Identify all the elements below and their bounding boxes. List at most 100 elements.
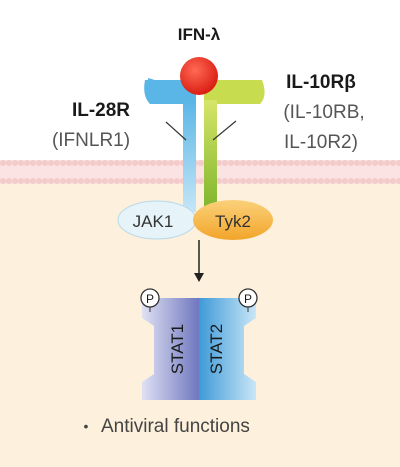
lipid-head <box>348 160 354 166</box>
lipid-head <box>12 178 18 184</box>
lipid-head <box>264 178 270 184</box>
lipid-head <box>390 160 396 166</box>
lipid-head <box>228 178 234 184</box>
lipid-head <box>306 160 312 166</box>
lipid-head <box>396 178 400 184</box>
lipid-head <box>276 160 282 166</box>
il10rb-label: IL-10Rβ <box>286 72 356 93</box>
lipid-head <box>18 160 24 166</box>
lipid-head <box>78 160 84 166</box>
lipid-head <box>354 178 360 184</box>
lipid-head <box>342 160 348 166</box>
lipid-head <box>354 160 360 166</box>
il10rb-pointer <box>212 120 237 141</box>
lipid-head <box>216 160 222 166</box>
lipid-head <box>378 178 384 184</box>
outcome-bullet: • <box>84 418 89 434</box>
lipid-head <box>54 160 60 166</box>
lipid-head <box>138 178 144 184</box>
lipid-head <box>366 178 372 184</box>
lipid-head <box>300 178 306 184</box>
ifn-lambda-ligand <box>180 57 218 95</box>
phospho-left-label: P <box>146 292 154 306</box>
lipid-head <box>6 160 12 166</box>
lipid-head <box>72 178 78 184</box>
lipid-head <box>324 178 330 184</box>
jak1-label: JAK1 <box>133 212 174 231</box>
lipid-head <box>276 178 282 184</box>
lipid-head <box>288 178 294 184</box>
lipid-head <box>348 178 354 184</box>
lipid-head <box>228 160 234 166</box>
lipid-head <box>36 160 42 166</box>
lipid-head <box>114 160 120 166</box>
lipid-head <box>12 160 18 166</box>
lipid-head <box>66 160 72 166</box>
il28r-label: IL-28R <box>72 100 130 121</box>
lipid-head <box>144 160 150 166</box>
lipid-head <box>126 178 132 184</box>
lipid-head <box>156 160 162 166</box>
lipid-head <box>264 160 270 166</box>
lipid-head <box>222 178 228 184</box>
lipid-head <box>24 160 30 166</box>
lipid-head <box>90 178 96 184</box>
lipid-head <box>96 178 102 184</box>
lipid-head <box>96 160 102 166</box>
lipid-head <box>174 178 180 184</box>
lipid-head <box>306 178 312 184</box>
lipid-head <box>336 178 342 184</box>
lipid-head <box>6 178 12 184</box>
lipid-head <box>270 178 276 184</box>
lipid-head <box>324 160 330 166</box>
lipid-head <box>234 160 240 166</box>
lipid-head <box>282 178 288 184</box>
lipid-head <box>24 178 30 184</box>
il10rb-alias-line2: IL-10R2) <box>284 132 358 153</box>
lipid-head <box>312 178 318 184</box>
lipid-head <box>126 160 132 166</box>
lipid-head <box>150 160 156 166</box>
lipid-head <box>162 160 168 166</box>
lipid-head <box>48 178 54 184</box>
stat2-protein <box>199 298 256 400</box>
lipid-head <box>330 160 336 166</box>
lipid-head <box>246 178 252 184</box>
lipid-head <box>384 178 390 184</box>
lipid-head <box>294 160 300 166</box>
lipid-head <box>378 160 384 166</box>
lipid-head <box>114 178 120 184</box>
lipid-head <box>156 178 162 184</box>
lipid-head <box>372 178 378 184</box>
lipid-head <box>270 160 276 166</box>
lipid-head <box>216 178 222 184</box>
lipid-head <box>318 160 324 166</box>
lipid-head <box>0 178 6 184</box>
lipid-head <box>18 178 24 184</box>
lipid-head <box>258 178 264 184</box>
lipid-head <box>300 160 306 166</box>
lipid-head <box>336 160 342 166</box>
il28r-alias: (IFNLR1) <box>52 130 130 151</box>
lipid-head <box>234 178 240 184</box>
lipid-head <box>120 160 126 166</box>
lipid-head <box>30 178 36 184</box>
lipid-head <box>0 160 6 166</box>
lipid-head <box>48 160 54 166</box>
lipid-head <box>198 160 204 166</box>
signal-arrow-head <box>194 273 204 282</box>
lipid-head <box>102 178 108 184</box>
il10rb-receptor-top <box>204 80 265 104</box>
lipid-head <box>60 178 66 184</box>
lipid-head <box>384 160 390 166</box>
stat2-label: STAT2 <box>207 324 226 374</box>
lipid-head <box>360 160 366 166</box>
il28r-stalk <box>183 100 196 210</box>
lipid-head <box>168 178 174 184</box>
lipid-head <box>60 160 66 166</box>
lipid-head <box>108 160 114 166</box>
lipid-head <box>36 178 42 184</box>
lipid-head <box>390 178 396 184</box>
lipid-head <box>138 160 144 166</box>
lipid-head <box>72 160 78 166</box>
